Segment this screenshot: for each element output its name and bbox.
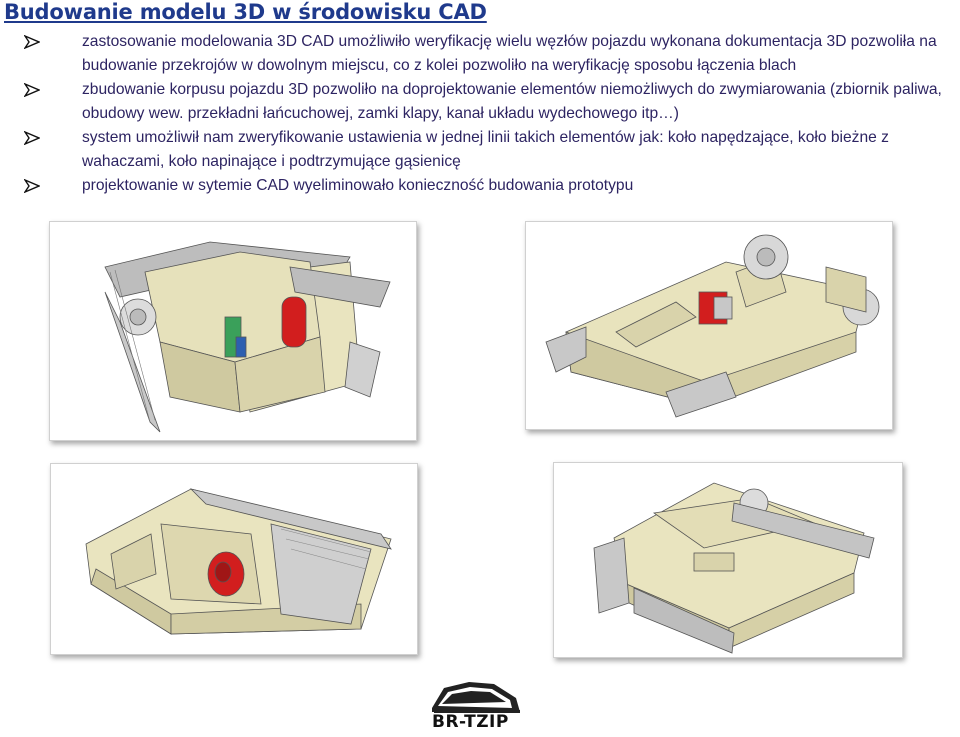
cad-render-hull-closed [553, 462, 903, 658]
arrowhead-bullet-icon [24, 179, 40, 193]
bullet-text: zbudowanie korpusu pojazdu 3D pozwoliło … [82, 81, 942, 122]
bullet-text: system umożliwił nam zweryfikowanie usta… [82, 129, 889, 170]
bullet-list: zastosowanie modelowania 3D CAD umożliwi… [24, 30, 954, 198]
arrowhead-bullet-icon [24, 35, 40, 49]
arrowhead-bullet-icon [24, 131, 40, 145]
cad-render-hull-section-front [49, 221, 417, 441]
slide-title: Budowanie modelu 3D w środowisku CAD [4, 0, 487, 24]
bullet-item: zastosowanie modelowania 3D CAD umożliwi… [24, 30, 954, 78]
bullet-text: projektowanie w sytemie CAD wyeliminował… [82, 177, 634, 194]
cad-model-illustration [104, 241, 391, 433]
cad-model-illustration [545, 234, 880, 418]
tank-logo-icon [432, 682, 520, 713]
bullet-item: projektowanie w sytemie CAD wyeliminował… [24, 174, 954, 198]
bullet-item: zbudowanie korpusu pojazdu 3D pozwoliło … [24, 78, 954, 126]
cad-model-illustration [85, 488, 392, 635]
arrowhead-bullet-icon [24, 83, 40, 97]
bullet-text: zastosowanie modelowania 3D CAD umożliwi… [82, 33, 937, 74]
logo-text: BR-TZIP [432, 712, 509, 732]
bullet-item: system umożliwił nam zweryfikowanie usta… [24, 126, 954, 174]
cad-model-illustration [593, 482, 875, 654]
cad-render-hull-cutaway-side [50, 463, 418, 655]
cad-render-hull-top-view [525, 221, 893, 430]
